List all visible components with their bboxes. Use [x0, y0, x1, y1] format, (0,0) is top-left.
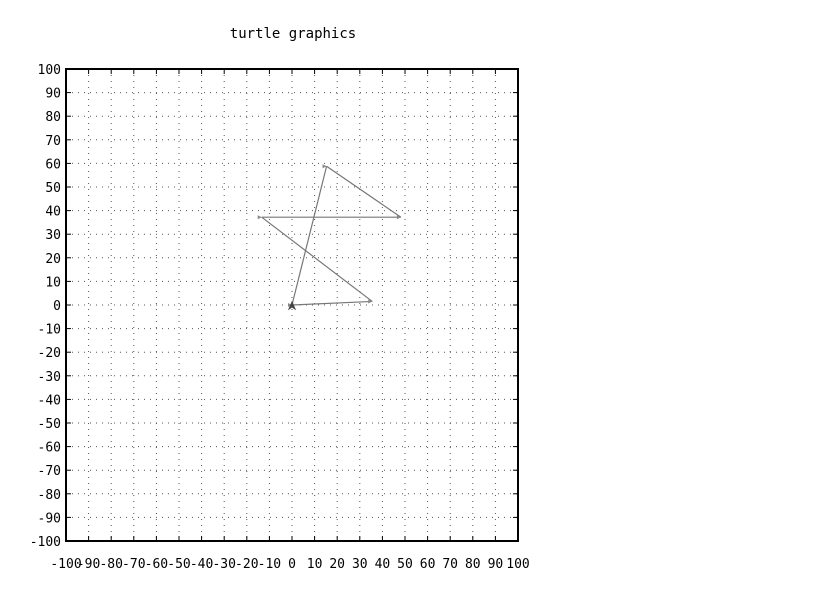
- x-tick-label: 40: [375, 557, 391, 572]
- x-tick-label: 100: [506, 557, 529, 572]
- y-tick-label: 10: [45, 275, 61, 290]
- x-tick-label: 70: [442, 557, 458, 572]
- y-tick-label: 50: [45, 181, 61, 196]
- series-segment: [291, 300, 373, 306]
- x-tick-label: 0: [288, 557, 296, 572]
- y-tick-label: 0: [53, 299, 61, 314]
- x-tick-label: -40: [190, 557, 213, 572]
- y-tick-label: 70: [45, 134, 61, 149]
- x-tick-label: -70: [122, 557, 145, 572]
- grid-layer: [66, 69, 518, 541]
- y-tick-label: -50: [38, 417, 61, 432]
- series-segment: [326, 165, 402, 218]
- y-tick-label: 20: [45, 252, 61, 267]
- y-tick-label: -60: [38, 441, 61, 456]
- vertex-marker: [368, 299, 373, 304]
- frame-layer: [65, 68, 519, 542]
- x-tick-label: 10: [307, 557, 323, 572]
- series-layer: [257, 164, 402, 311]
- x-tick-label: -20: [235, 557, 258, 572]
- y-tick-label: 40: [45, 205, 61, 220]
- x-tick-label: -10: [258, 557, 281, 572]
- y-tick-label: -20: [38, 346, 61, 361]
- y-tick-label: -70: [38, 464, 61, 479]
- y-tick-label: 60: [45, 157, 61, 172]
- x-tick-label: -100: [50, 557, 81, 572]
- series-segment: [291, 166, 328, 306]
- y-tick-label: 90: [45, 87, 61, 102]
- x-tick-label: 80: [465, 557, 481, 572]
- y-tick-label: -30: [38, 370, 61, 385]
- vertex-marker: [288, 303, 292, 307]
- x-tick-label: -30: [212, 557, 235, 572]
- vertex-marker: [396, 215, 401, 220]
- y-tick-label: -40: [38, 393, 61, 408]
- x-tick-label: -60: [145, 557, 168, 572]
- series-segment: [261, 216, 373, 302]
- x-tick-label: -90: [77, 557, 100, 572]
- y-tick-label: -100: [30, 535, 61, 550]
- chart-title: turtle graphics: [230, 26, 356, 42]
- x-tick-label: 90: [488, 557, 504, 572]
- y-tick-label: 30: [45, 228, 61, 243]
- x-tick-label: 60: [420, 557, 436, 572]
- x-tick-label: -50: [167, 557, 190, 572]
- y-tick-label: 100: [38, 63, 61, 78]
- y-tick-label: -80: [38, 488, 61, 503]
- y-tick-label: -10: [38, 323, 61, 338]
- x-tick-label: -80: [99, 557, 122, 572]
- y-tick-label: 80: [45, 110, 61, 125]
- x-tick-label: 30: [352, 557, 368, 572]
- plot-frame: [65, 68, 519, 542]
- turtle-marker: [287, 300, 297, 311]
- x-tick-label: 20: [329, 557, 345, 572]
- vertex-marker: [257, 215, 262, 220]
- x-tick-label: 50: [397, 557, 413, 572]
- vertex-marker: [322, 164, 327, 169]
- y-tick-label: -90: [38, 511, 61, 526]
